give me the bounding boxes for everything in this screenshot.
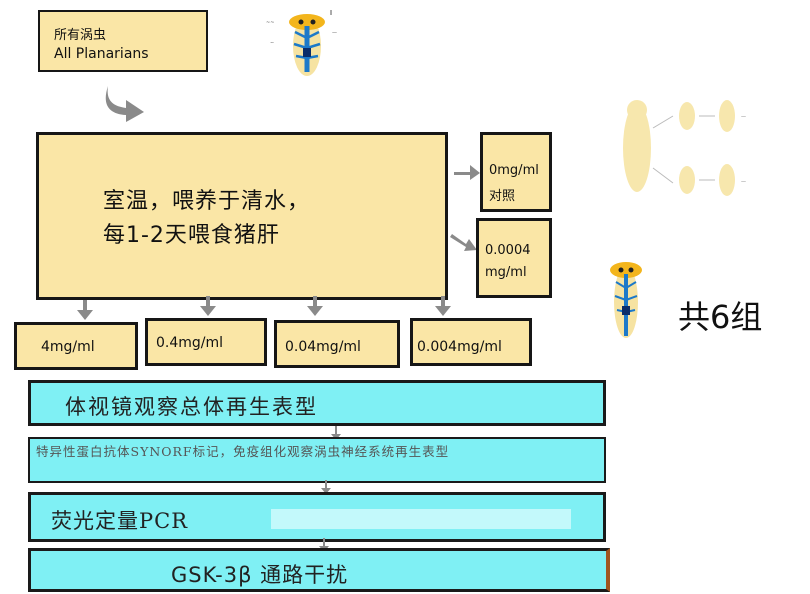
step-gsk3b-label: GSK-3β 通路干扰 <box>171 563 349 587</box>
arrow-step-2-to-3 <box>321 480 331 494</box>
group-0.4mg-box: 0.4mg/ml <box>145 318 267 366</box>
regeneration-sketch: — — <box>623 100 746 196</box>
svg-text:~~: ~~ <box>266 20 274 26</box>
start-label-en: All Planarians <box>54 46 149 62</box>
step-immunostaining-label: 特异性蛋白抗体SYNORF标记，免疫组化观察涡虫神经系统再生表型 <box>36 444 450 459</box>
start-label-cn: 所有涡虫 <box>54 28 107 43</box>
main-condition-line2: 每1-2天喂食猪肝 <box>103 223 280 248</box>
arrow-to-0.4mg <box>200 296 216 316</box>
group-control-dose: 0mg/ml <box>489 163 539 178</box>
group-control-box: 0mg/ml 对照 <box>480 132 552 212</box>
step-qpcr-bar: 荧光定量PCR <box>28 492 606 542</box>
qpcr-white-smudge <box>271 509 571 529</box>
planarian-illustration-top: ~~ ǁ — ∼ <box>266 10 337 76</box>
svg-text:ǁ: ǁ <box>330 10 332 16</box>
step-immunostaining-bar: 特异性蛋白抗体SYNORF标记，免疫组化观察涡虫神经系统再生表型 <box>28 437 606 483</box>
main-condition-box: 室温，喂养于清水， 每1-2天喂食猪肝 <box>36 132 448 300</box>
arrow-to-control <box>454 165 480 180</box>
arrow-step-1-to-2 <box>331 426 341 440</box>
arrow-to-4mg <box>77 300 93 320</box>
group-0.0004-unit: mg/ml <box>485 265 527 280</box>
step-stereomicroscope-bar: 体视镜观察总体再生表型 <box>28 380 606 426</box>
arrow-to-0.04mg <box>307 296 323 316</box>
group-0.0004-dose: 0.0004 <box>485 243 531 258</box>
group-0.0004-box: 0.0004 mg/ml <box>476 218 552 298</box>
planarian-illustration-right <box>610 262 642 338</box>
step-gsk3b-bar: GSK-3β 通路干扰 <box>28 548 610 592</box>
svg-text:—: — <box>332 30 337 36</box>
svg-text:∼: ∼ <box>270 40 274 46</box>
arrow-to-0.004mg <box>435 296 451 316</box>
group-0.004mg-label: 0.004mg/ml <box>417 339 502 355</box>
group-control-label: 对照 <box>489 189 516 204</box>
group-0.04mg-label: 0.04mg/ml <box>285 339 361 355</box>
arrow-start-to-main <box>105 86 144 122</box>
main-condition-line1: 室温，喂养于清水， <box>103 189 311 214</box>
group-count-label: 共6组 <box>678 298 763 336</box>
group-0.4mg-label: 0.4mg/ml <box>156 335 224 351</box>
svg-text:—: — <box>741 114 746 120</box>
start-box: 所有涡虫 All Planarians <box>38 10 208 72</box>
step-stereomicroscope-label: 体视镜观察总体再生表型 <box>65 395 318 419</box>
svg-text:—: — <box>741 179 746 185</box>
step-qpcr-label: 荧光定量PCR <box>51 509 189 533</box>
group-0.04mg-box: 0.04mg/ml <box>274 320 400 368</box>
group-4mg-label: 4mg/ml <box>41 339 95 355</box>
arrow-to-0.0004 <box>450 234 477 251</box>
group-0.004mg-box: 0.004mg/ml <box>410 318 532 366</box>
group-4mg-box: 4mg/ml <box>14 322 138 370</box>
